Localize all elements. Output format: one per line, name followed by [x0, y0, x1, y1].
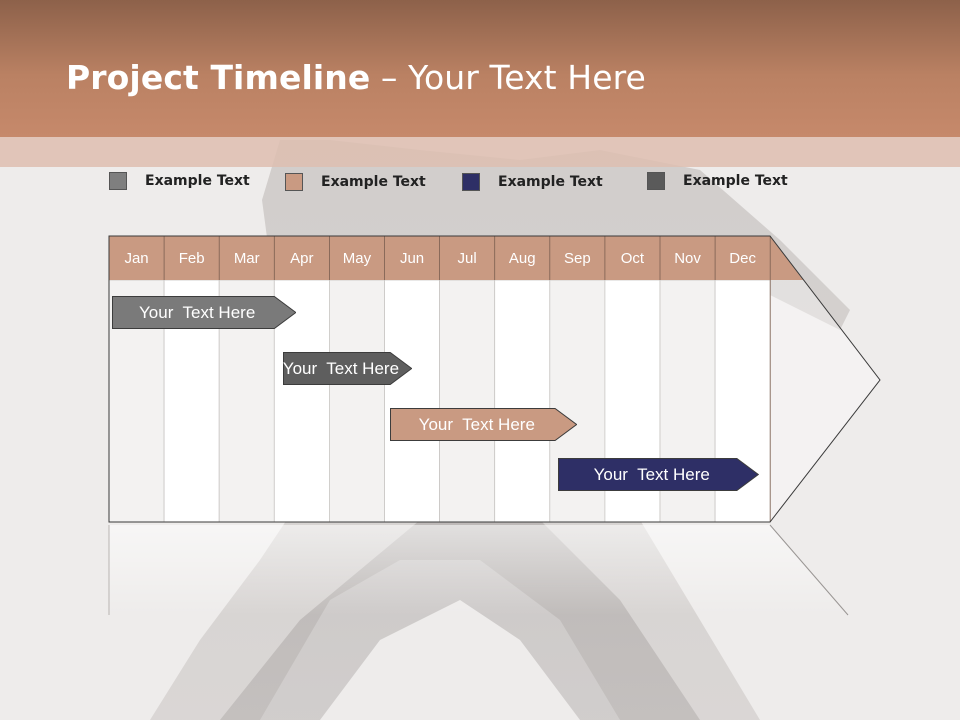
task-label: Your Text Here [282, 359, 400, 378]
title-sub: – Your Text Here [370, 58, 646, 97]
legend-item-4: Example Text [647, 170, 788, 192]
month-label-feb: Feb [178, 250, 205, 267]
legend-label: Example Text [145, 173, 250, 189]
legend-item-1: Example Text [109, 170, 250, 192]
month-label-jun: Jun [399, 250, 425, 267]
task-bar: Your Text Here [282, 352, 413, 385]
task-label: Your Text Here [139, 303, 256, 322]
header-strip [0, 137, 960, 167]
task-label: Your Text Here [418, 415, 535, 434]
legend-label: Example Text [321, 174, 426, 190]
legend-swatch [109, 172, 127, 190]
legend-label: Example Text [498, 174, 603, 190]
month-label-nov: Nov [674, 250, 701, 267]
month-label-sep: Sep [563, 250, 591, 267]
legend-swatch [285, 173, 303, 191]
month-column [439, 279, 496, 523]
legend-item-2: Example Text [285, 171, 426, 193]
task-bar: Your Text Here [558, 458, 760, 491]
page-title: Project Timeline – Your Text Here [66, 58, 646, 97]
title-main: Project Timeline [66, 58, 371, 97]
month-label-oct: Oct [620, 250, 645, 267]
month-label-apr: Apr [290, 250, 314, 267]
legend-label: Example Text [683, 173, 788, 189]
legend-item-3: Example Text [462, 171, 603, 193]
month-label-jul: Jul [457, 250, 477, 267]
month-column [384, 279, 440, 523]
legend-swatch [462, 173, 480, 191]
month-label-may: May [342, 250, 372, 267]
task-bar: Your Text Here [112, 296, 297, 329]
month-label-aug: Aug [508, 250, 536, 267]
header-band [0, 0, 960, 137]
month-column [328, 279, 385, 523]
legend-swatch [647, 172, 665, 190]
task-bar: Your Text Here [390, 408, 578, 441]
month-column [494, 279, 551, 523]
month-label-dec: Dec [729, 250, 756, 267]
task-label: Your Text Here [593, 465, 710, 484]
month-label-mar: Mar [233, 250, 260, 267]
month-label-jan: Jan [124, 250, 149, 267]
